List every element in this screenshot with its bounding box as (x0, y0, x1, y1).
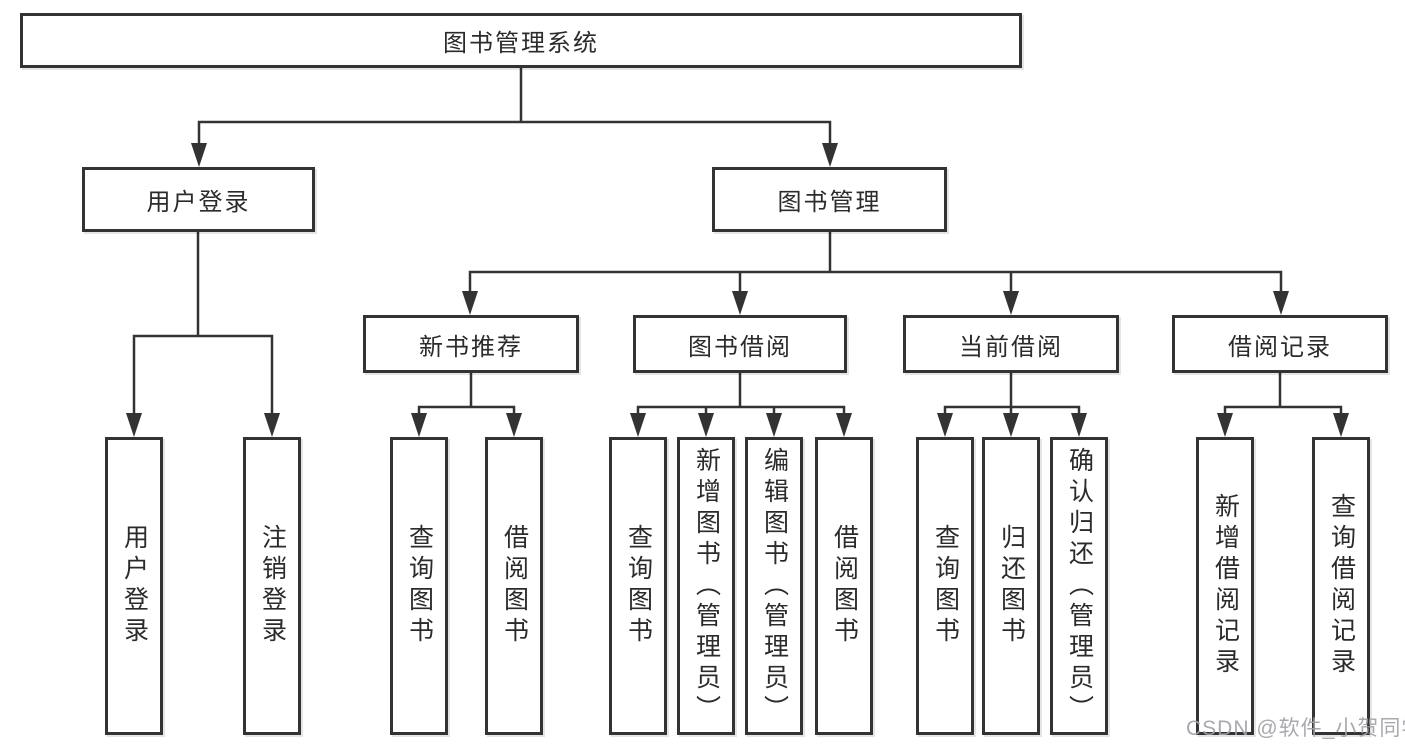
node-label: 用户登录 (120, 524, 149, 648)
arrow-icon (1217, 413, 1233, 437)
arrow-icon (937, 413, 953, 437)
node-label: 图书借阅 (688, 333, 792, 361)
arrow-icon (126, 413, 142, 437)
leaf-add-book-admin: 新增图书（管理员） (677, 437, 735, 735)
node-label: 借阅图书 (830, 524, 859, 648)
node-current-borrowing: 当前借阅 (903, 315, 1119, 373)
node-label: 借阅图书 (500, 524, 529, 648)
arrow-icon (1273, 291, 1289, 315)
node-label: 新书推荐 (419, 333, 523, 361)
leaf-return-books: 归还图书 (982, 437, 1040, 735)
node-user-login: 用户登录 (82, 167, 315, 232)
node-new-book-recommendation: 新书推荐 (363, 315, 579, 373)
node-system-root: 图书管理系统 (20, 13, 1022, 68)
node-label: 图书管理系统 (443, 30, 599, 57)
arrow-icon (732, 291, 748, 315)
arrow-icon (1003, 413, 1019, 437)
node-label: 确认归还（管理员） (1065, 446, 1094, 726)
leaf-confirm-return-admin: 确认归还（管理员） (1050, 437, 1108, 735)
node-label: 归还图书 (997, 524, 1026, 648)
node-label: 注销登录 (258, 524, 287, 648)
node-label: 查询图书 (931, 524, 960, 648)
node-borrowing-records: 借阅记录 (1172, 315, 1388, 373)
csdn-watermark: CSDN @软件_小贺同学 (1186, 717, 1405, 740)
arrow-icon (766, 413, 782, 437)
arrow-icon (1071, 413, 1087, 437)
arrow-icon (506, 413, 522, 437)
arrow-icon (1333, 413, 1349, 437)
leaf-logout-login: 注销登录 (243, 437, 301, 735)
node-label: 当前借阅 (959, 333, 1063, 361)
node-label: 用户登录 (146, 189, 251, 216)
arrow-icon (836, 413, 852, 437)
node-label: 新增图书（管理员） (692, 446, 721, 726)
leaf-borrow-books-recommend: 借阅图书 (485, 437, 543, 735)
arrow-icon (191, 143, 207, 167)
arrow-icon (264, 413, 280, 437)
node-label: 查询图书 (624, 524, 653, 648)
arrow-icon (1003, 291, 1019, 315)
node-label: 查询借阅记录 (1327, 493, 1356, 679)
leaf-add-borrow-record: 新增借阅记录 (1196, 437, 1254, 735)
leaf-borrow-books: 借阅图书 (815, 437, 873, 735)
node-label: 借阅记录 (1228, 333, 1332, 361)
arrow-icon (462, 291, 478, 315)
node-book-management: 图书管理 (712, 167, 947, 232)
node-label: 图书管理 (777, 189, 882, 216)
arrow-icon (822, 143, 838, 167)
node-label: 查询图书 (405, 524, 434, 648)
leaf-edit-book-admin: 编辑图书（管理员） (745, 437, 803, 735)
arrow-icon (630, 413, 646, 437)
leaf-query-books-borrowing: 查询图书 (609, 437, 667, 735)
leaf-user-login: 用户登录 (105, 437, 163, 735)
arrow-icon (698, 413, 714, 437)
leaf-query-books-recommend: 查询图书 (390, 437, 448, 735)
node-book-borrowing: 图书借阅 (633, 315, 847, 373)
node-label: 新增借阅记录 (1211, 493, 1240, 679)
tree-edges (132, 66, 1343, 417)
arrow-icon (411, 413, 427, 437)
arrowheads (126, 143, 1349, 437)
node-label: 编辑图书（管理员） (760, 446, 789, 726)
leaf-query-books-current: 查询图书 (916, 437, 974, 735)
leaf-query-borrow-record: 查询借阅记录 (1312, 437, 1370, 735)
